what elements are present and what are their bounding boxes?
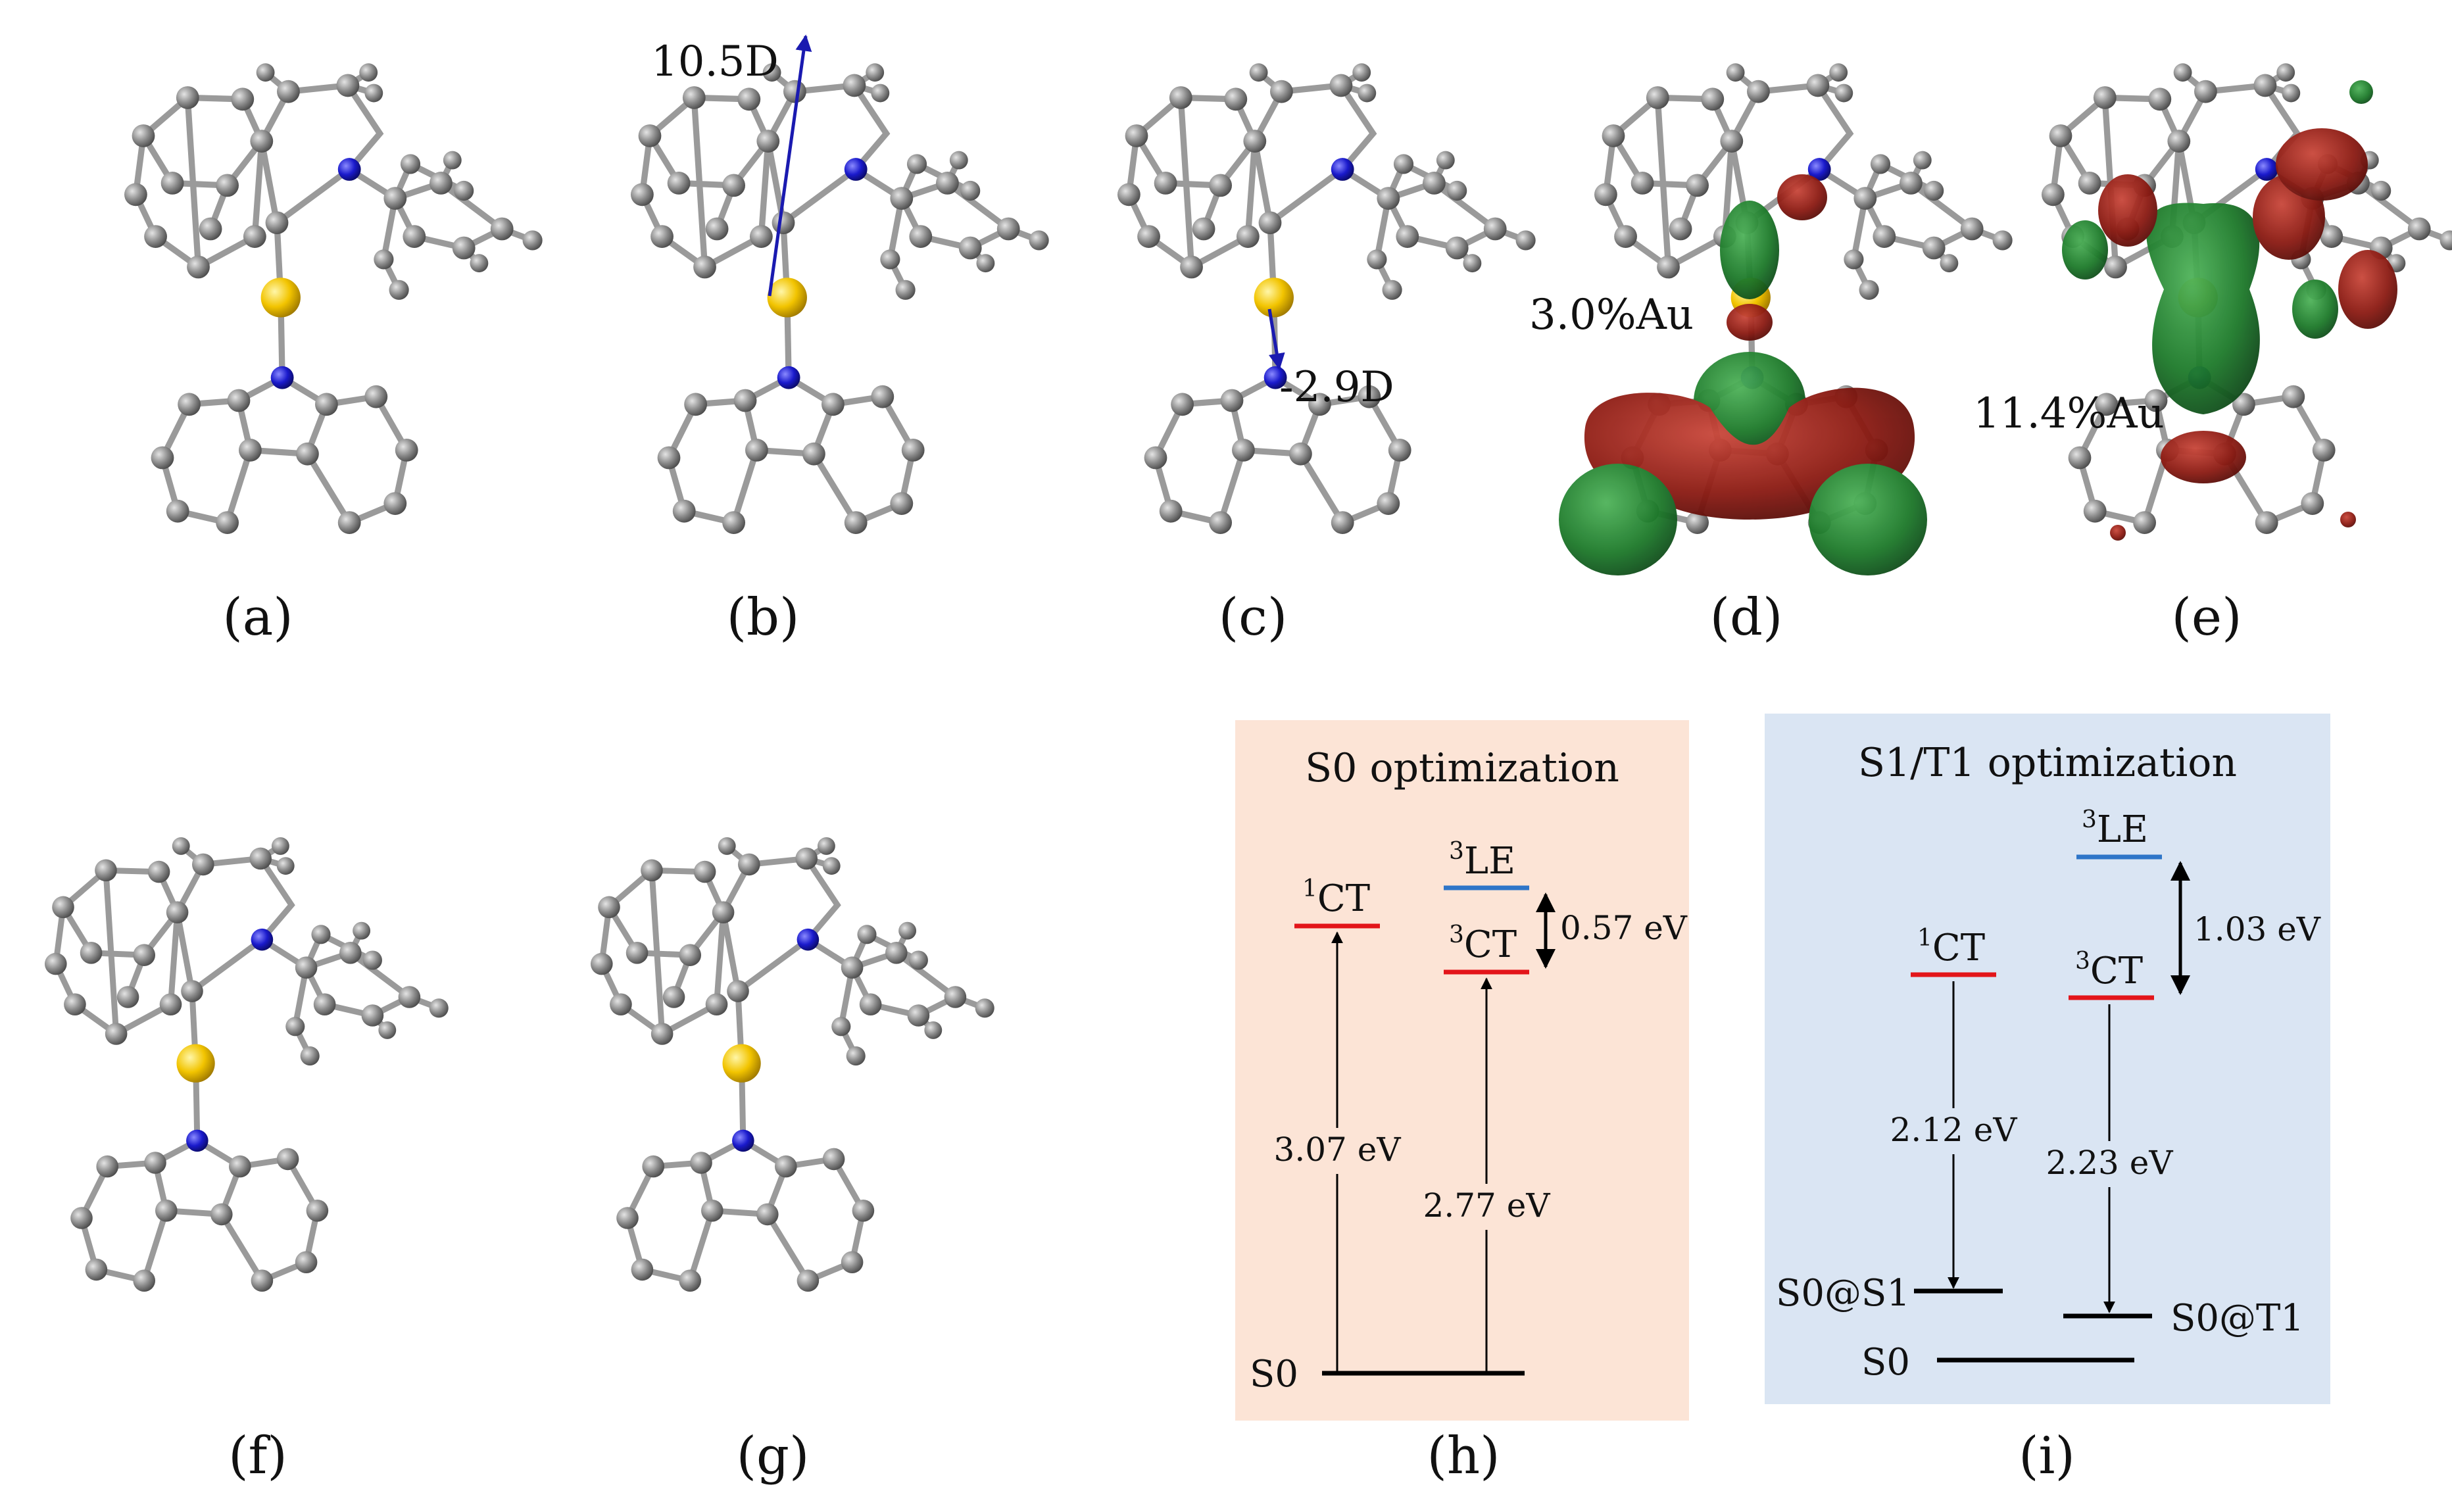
level-label-s0-at-s1-i: S0@S1 (1776, 1272, 1910, 1315)
molecule-c (1117, 63, 1536, 534)
dipole-label-c: -2.9D (1279, 363, 1394, 412)
panel-h: S0 optimization 1CT 3LE 3CT 0.57 eV 3.07… (1235, 720, 1689, 1421)
label-mask-i2 (2055, 1141, 2164, 1187)
level-label-s0-i: S0 (1861, 1341, 1910, 1384)
panel-h-title: S0 optimization (1305, 745, 1619, 791)
caption-c: (c) (1219, 588, 1288, 647)
panel-b: 10.5D (631, 34, 1049, 534)
level-label-s0-at-t1-i: S0@T1 (2170, 1297, 2304, 1340)
panel-i: S1/T1 optimization 3LE 1CT 3CT 1.03 eV 2… (1765, 714, 2330, 1404)
panel-i-background (1765, 714, 2330, 1404)
caption-h: (h) (1427, 1427, 1500, 1486)
captions: (a) (b) (c) (d) (e) (f) (g) (h) (i) (222, 588, 2242, 1486)
molecule-g (591, 837, 994, 1292)
panel-h-background (1235, 720, 1689, 1421)
energy-label-3-07-h: 3.07 eV (1274, 1131, 1402, 1169)
au-label-e: 11.4%Au (1973, 389, 2165, 438)
level-label-1ct-h: 1CT (1302, 875, 1370, 920)
level-label-s0-h: S0 (1250, 1353, 1298, 1396)
panel-e: 11.4%Au (1973, 63, 2452, 541)
label-mask-h2 (1434, 1184, 1539, 1230)
caption-e: (e) (2171, 588, 2242, 647)
caption-g: (g) (737, 1427, 810, 1486)
energy-label-2-77-h: 2.77 eV (1423, 1186, 1551, 1225)
panel-g (591, 837, 994, 1292)
dipole-arrow-c (1267, 308, 1285, 370)
energy-label-2-12-i: 2.12 eV (1890, 1111, 2018, 1149)
orbital-lobes-d (1559, 174, 1927, 575)
label-mask-h1 (1288, 1128, 1386, 1174)
gap-label-i: 1.03 eV (2194, 910, 2321, 948)
caption-b: (b) (727, 588, 800, 647)
molecule-a (124, 63, 543, 534)
label-mask-i1 (1901, 1108, 2006, 1154)
panel-d: 3.0%Au (1529, 63, 2013, 575)
level-label-3le-i: 3LE (2082, 806, 2148, 851)
caption-f: (f) (228, 1427, 287, 1486)
gap-label-h: 0.57 eV (1560, 909, 1688, 947)
panel-i-title: S1/T1 optimization (1858, 740, 2237, 786)
panel-f (45, 837, 449, 1292)
panel-a (124, 63, 543, 534)
caption-d: (d) (1710, 588, 1783, 647)
level-label-3le-h: 3LE (1449, 838, 1515, 883)
panel-c: -2.9D (1117, 63, 1536, 534)
dipole-label-b: 10.5D (651, 37, 779, 86)
level-label-3ct-h: 3CT (1449, 921, 1517, 966)
au-label-d: 3.0%Au (1529, 291, 1694, 339)
molecule-b (631, 63, 1049, 534)
molecule-f (45, 837, 449, 1292)
caption-a: (a) (222, 588, 293, 647)
orbital-lobes-e (2062, 80, 2397, 541)
caption-i: (i) (2019, 1427, 2075, 1486)
energy-label-2-23-i: 2.23 eV (2046, 1144, 2174, 1182)
level-label-1ct-i: 1CT (1917, 925, 1985, 969)
dipole-arrow-b (768, 34, 812, 297)
level-label-3ct-i: 3CT (2075, 948, 2143, 992)
